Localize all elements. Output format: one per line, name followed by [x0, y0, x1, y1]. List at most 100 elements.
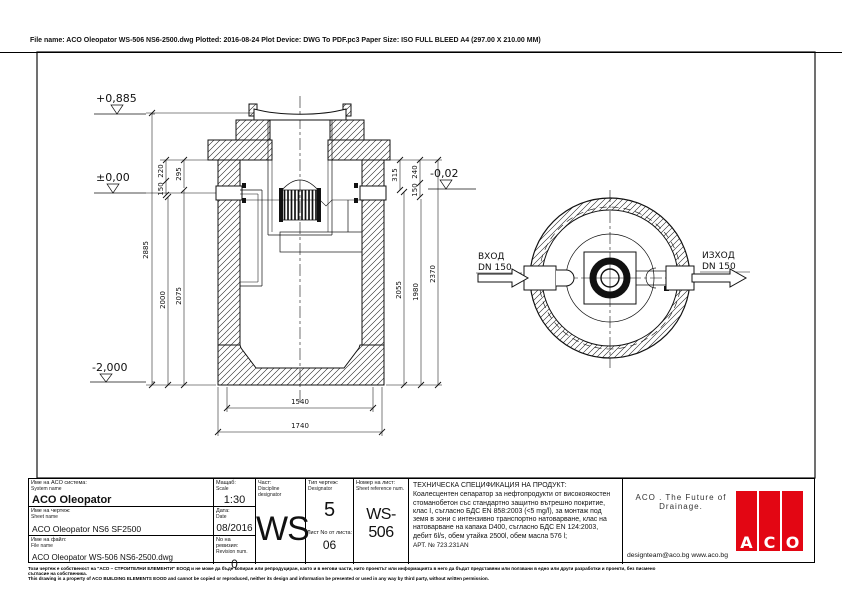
sheet-ref-label-en: Sheet reference num. — [356, 486, 405, 492]
revision-label-bg: No на ревизия: — [216, 537, 239, 549]
section-view — [207, 96, 391, 402]
sheet-of-label: Лист No от листа: — [306, 530, 353, 536]
dimensions-left: 2885 2000 2075 220 150 295 — [142, 109, 254, 389]
revision-label-en: Revision num. — [216, 549, 248, 555]
dim-1740: 1740 — [291, 422, 309, 430]
level-top-label: +0,885 — [96, 92, 137, 105]
filter-dome — [281, 179, 319, 191]
dim-2075: 2075 — [175, 287, 183, 305]
date-cell: Дата:Date 08/2016 — [214, 507, 256, 536]
dim-2000: 2000 — [159, 291, 167, 309]
dim-150-right: 150 — [411, 183, 419, 196]
level-marker-bottom: -2,000 — [90, 361, 155, 383]
spec-title: ТЕХНИЧЕСКА СПЕЦИФИКАЦИЯ НА ПРОДУКТ: — [413, 482, 567, 489]
discipline-label-en: Discipline designator — [258, 486, 282, 498]
sheet-name-cell: Име на чертеж:Sheet name ACO Oleopator N… — [29, 507, 214, 536]
brand-slogan: ACO . The Future of Drainage. — [631, 493, 731, 511]
file-name-label-en: File name — [31, 543, 53, 549]
spec-cell: ТЕХНИЧЕСКА СПЕЦИФИКАЦИЯ НА ПРОДУКТ: Коал… — [409, 479, 623, 564]
dim-240: 240 — [411, 165, 419, 178]
dim-1980: 1980 — [412, 283, 420, 301]
level-marker-top: +0,885 — [94, 92, 155, 115]
file-name-label-bg: Име на файл: — [31, 537, 67, 543]
disclaimer-bg: Този чертеж е собственост на "АСО – СТРО… — [28, 566, 656, 577]
sheet-ref-value: WS-506 — [366, 506, 396, 541]
sheet-of-value: 06 — [322, 538, 337, 552]
sheet-name-label-bg: Име на чертеж: — [31, 508, 71, 514]
aco-logo: A C O — [736, 491, 803, 551]
scale-value: 1:30 — [223, 494, 246, 506]
outlet-dn-label: DN 150 — [702, 262, 736, 272]
aco-logo-bar: A — [736, 491, 757, 551]
type-label-en: Designator — [308, 486, 333, 492]
level-marker-ground: ±0,00 — [94, 171, 216, 194]
slogan-line2: Drainage. — [659, 502, 703, 511]
brand-contacts: designteam@aco.bg www.aco.bg — [627, 552, 728, 559]
level-marker-cover: -0,02 — [428, 167, 476, 190]
level-bottom-label: -2,000 — [92, 361, 127, 374]
aco-logo-letter-a: A — [740, 533, 753, 552]
dim-2370: 2370 — [429, 265, 437, 283]
dim-295: 295 — [175, 167, 183, 180]
manhole-cover — [253, 108, 347, 121]
tank-bottom — [217, 344, 385, 386]
brand-cell: ACO . The Future of Drainage. A C O desi… — [623, 479, 813, 564]
file-name-value: ACO Oleopator WS-506 NS6-2500.dwg — [32, 553, 173, 562]
inlet-baffle — [240, 189, 263, 287]
date-value: 08/2016 — [216, 523, 253, 534]
date-label-en: Date — [216, 514, 227, 520]
inlet-annotation: ВХОД DN 150 — [476, 252, 530, 288]
disclaimer-en: This drawing is a property of ACO BUILDI… — [28, 576, 489, 582]
discipline-cell: Част:Discipline designator WS — [256, 479, 310, 564]
sheet-ref-label-bg: Номер на лист: — [356, 480, 396, 486]
dim-315: 315 — [391, 168, 399, 181]
water-level-line — [242, 199, 360, 207]
level-ground-label: ±0,00 — [96, 171, 130, 184]
aco-logo-letter-o: O — [785, 533, 800, 552]
outlet-annotation: ИЗХОД DN 150 — [691, 251, 750, 288]
plot-header-text: File name: ACO Oleopator WS-506 NS6-2500… — [30, 37, 541, 44]
sheet-name-value: ACO Oleopator NS6 SF2500 — [32, 524, 142, 534]
inlet-pipe — [215, 185, 243, 201]
scale-cell: Мащаб:Scale 1:30 — [214, 479, 256, 507]
outlet-arrow — [691, 268, 748, 288]
inlet-label: ВХОД — [478, 252, 504, 262]
aco-logo-letter-c: C — [763, 533, 776, 552]
scale-label-bg: Мащаб: — [216, 480, 236, 486]
plot-header: File name: ACO Oleopator WS-506 NS6-2500… — [30, 37, 541, 44]
revision-value: 0 — [231, 557, 238, 571]
discipline-label-bg: Част: — [258, 480, 272, 486]
inlet-arrow — [477, 268, 530, 288]
revision-cell: No на ревизия:Revision num. 0 — [214, 536, 256, 571]
sheet-frame — [36, 51, 816, 479]
header-rule — [0, 52, 842, 53]
file-name-cell: Име на файл:File name ACO Oleopator WS-5… — [29, 536, 214, 564]
system-name-label-bg: Име на ACO система: — [31, 480, 87, 486]
drawing-type-cell: Тип чертеж:Designator 5 Лист No от листа… — [306, 479, 354, 564]
aco-logo-bar: C — [759, 491, 780, 551]
coalescence-filter — [281, 189, 319, 221]
sheet-ref-cell: Номер на лист:Sheet reference num. WS-50… — [354, 479, 409, 564]
title-block: Име на ACO система:System name ACO Oleop… — [28, 478, 815, 571]
type-value: 5 — [323, 499, 336, 521]
system-name-label-en: System name — [31, 486, 62, 492]
plan-view: ВХОД DN 150 ИЗХОД DN 150 — [476, 190, 750, 368]
dim-220: 220 — [157, 164, 165, 177]
inlet-dn-label: DN 150 — [478, 263, 512, 273]
level-cover-label: -0,02 — [430, 167, 458, 180]
dim-150-left: 150 — [157, 182, 165, 195]
slogan-line1: ACO . The Future of — [635, 493, 727, 502]
dimensions-right: 315 240 150 2055 1980 2370 — [386, 156, 442, 389]
aco-logo-bar: O — [782, 491, 803, 551]
system-name-value: ACO Oleopator — [32, 494, 112, 506]
dim-1540: 1540 — [291, 398, 309, 406]
date-label-bg: Дата: — [216, 508, 230, 514]
type-label-bg: Тип чертеж: — [308, 480, 339, 486]
sheet-name-label-en: Sheet name — [31, 514, 58, 520]
outlet-penetration — [665, 265, 695, 291]
dimensions-bottom: 1540 1740 — [214, 387, 386, 436]
scale-label-en: Scale — [216, 486, 229, 492]
discipline-value: WS — [256, 510, 310, 548]
